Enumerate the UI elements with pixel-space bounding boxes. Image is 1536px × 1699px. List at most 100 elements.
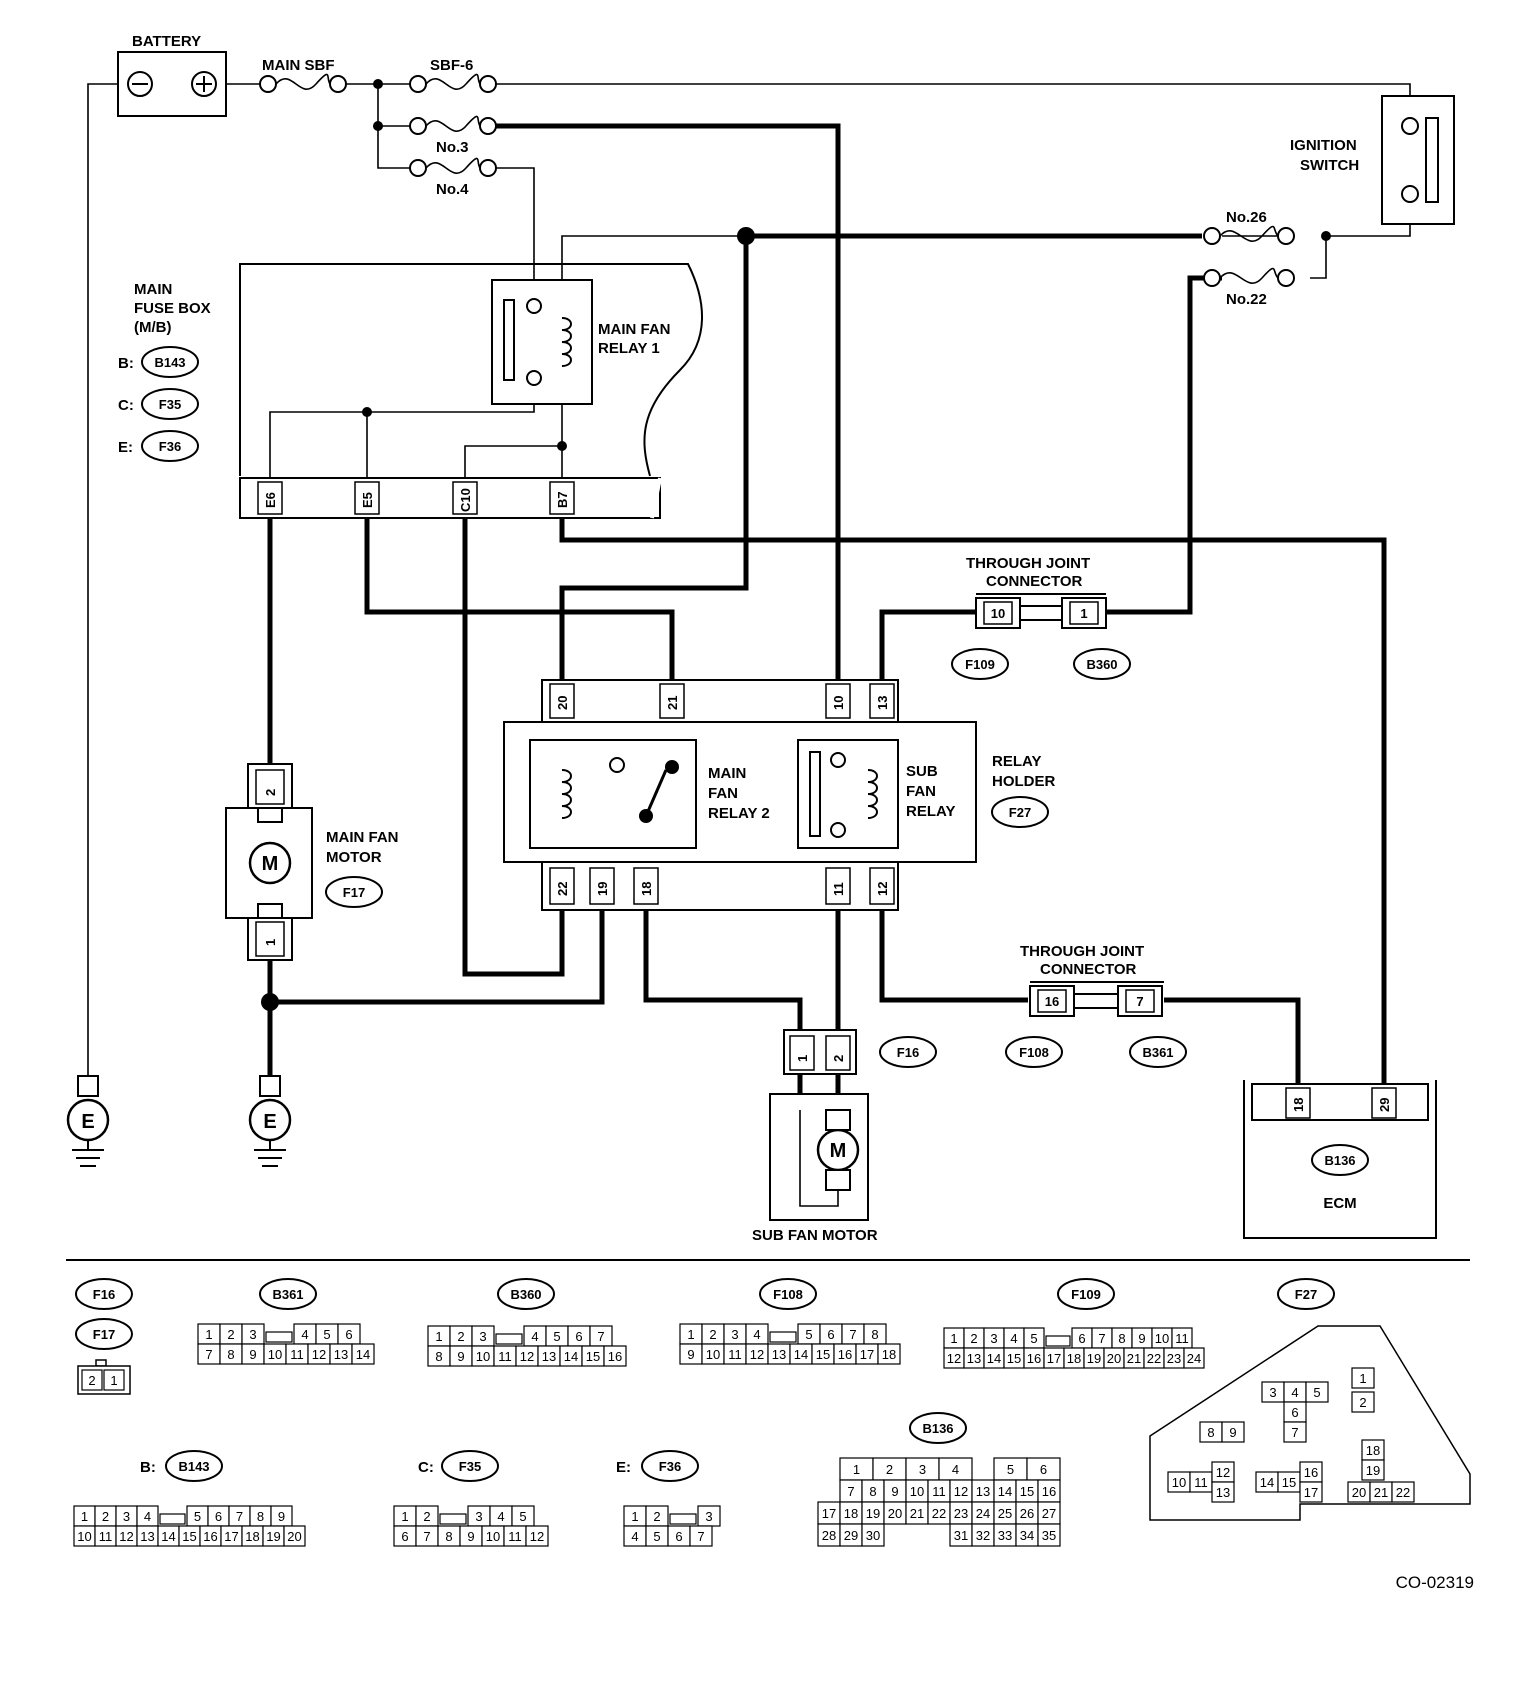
mb-e-prefix: E: xyxy=(118,439,133,456)
b360-cell-label: 14 xyxy=(564,1349,578,1364)
f27-cell xyxy=(1221,1421,1245,1443)
f36-cell-label: 5 xyxy=(653,1529,660,1544)
ground-left: E xyxy=(66,1075,110,1167)
f36-cell-label: 7 xyxy=(697,1529,704,1544)
subrelay-label-3: RELAY xyxy=(906,803,955,820)
b360-cell-label: 10 xyxy=(476,1349,490,1364)
f27-cell xyxy=(1351,1367,1375,1389)
b143-cell-label: 9 xyxy=(278,1509,285,1524)
f27-cell xyxy=(1299,1481,1323,1503)
b136-cell-label: 25 xyxy=(998,1506,1012,1521)
thick-wires xyxy=(267,123,1387,1110)
tjc2-pin-7: 7 xyxy=(1136,994,1143,1009)
f108-cell-label: 9 xyxy=(687,1347,694,1362)
legend-f16-cell-1: 1 xyxy=(110,1373,117,1388)
relay-holder-label-1: RELAY xyxy=(992,753,1041,770)
b143-cell-label: 3 xyxy=(123,1509,130,1524)
through-joint-connector-2: THROUGH JOINT CONNECTOR 16 7 F108 B361 xyxy=(1005,943,1187,1068)
b143-cell-label: 18 xyxy=(245,1529,259,1544)
b143-cell-label: 11 xyxy=(99,1529,113,1544)
subrelay-label-1: SUB xyxy=(906,763,938,780)
f27-cell-label: 13 xyxy=(1216,1485,1230,1500)
b143-cell-label: 10 xyxy=(77,1529,91,1544)
conn-b136: B136 xyxy=(1324,1153,1355,1168)
b136-cell-label: 31 xyxy=(954,1528,968,1543)
f35-cell-label: 4 xyxy=(497,1509,504,1524)
b143-cell xyxy=(283,1525,306,1547)
f27-cell xyxy=(1361,1459,1385,1481)
mb-pin-c10: C10 xyxy=(458,488,473,512)
b361-cell-label: 1 xyxy=(205,1327,212,1342)
tjc1-label-1: THROUGH JOINT xyxy=(966,555,1090,572)
rh-pin-20: 20 xyxy=(555,696,570,710)
fuse-no22-label: No.22 xyxy=(1226,291,1267,308)
f27-cell-label: 14 xyxy=(1260,1475,1274,1490)
f108-cell xyxy=(877,1343,901,1365)
mb-pin-e5: E5 xyxy=(360,492,375,508)
b360-cell-label: 4 xyxy=(531,1329,538,1344)
relay-holder: 20 21 10 13 22 19 18 11 12 MAIN FAN RELA… xyxy=(503,679,1056,911)
f108-cell-label: 7 xyxy=(849,1327,856,1342)
f16-pin-1: 1 xyxy=(795,1055,810,1062)
b361-cell-label: 13 xyxy=(334,1347,348,1362)
fuse-no4-label: No.4 xyxy=(436,181,469,198)
tjc2-label-2: CONNECTOR xyxy=(1040,961,1137,978)
b361-cell-label: 6 xyxy=(345,1327,352,1342)
f108-cell-label: 13 xyxy=(772,1347,786,1362)
f35-cell-label: 7 xyxy=(423,1529,430,1544)
b360-cell-label: 12 xyxy=(520,1349,534,1364)
legend-b360: B360 xyxy=(510,1287,541,1302)
rh-pin-12: 12 xyxy=(875,882,890,896)
f109-cell xyxy=(1183,1347,1205,1369)
b361-cell-label: 7 xyxy=(205,1347,212,1362)
b361-cell-label: 2 xyxy=(227,1327,234,1342)
b143-cell-label: 20 xyxy=(287,1529,301,1544)
f109-cell-label: 10 xyxy=(1155,1331,1169,1346)
b136-cell-label: 28 xyxy=(822,1528,836,1543)
f108-cell-label: 10 xyxy=(706,1347,720,1362)
b360-cell-label: 1 xyxy=(435,1329,442,1344)
b360-cell-label: 2 xyxy=(457,1329,464,1344)
conn-f35: F35 xyxy=(159,397,181,412)
b143-cell-label: 5 xyxy=(194,1509,201,1524)
f27-cell xyxy=(1211,1481,1235,1503)
b361-cell-label: 11 xyxy=(290,1347,304,1362)
f36-cell-label: 3 xyxy=(705,1509,712,1524)
battery: BATTERY xyxy=(117,33,227,117)
f109-cell-label: 19 xyxy=(1087,1351,1101,1366)
ecm-label: ECM xyxy=(1323,1195,1356,1212)
b143-cell-label: 16 xyxy=(203,1529,217,1544)
b361-cell-label: 9 xyxy=(249,1347,256,1362)
f17-pin-2: 2 xyxy=(263,789,278,796)
f35-cell-label: 11 xyxy=(508,1529,522,1544)
fuse-no3-label: No.3 xyxy=(436,139,469,156)
b136-cell-label: 33 xyxy=(998,1528,1012,1543)
b136-cell-label: 9 xyxy=(891,1484,898,1499)
b136-cell-label: 12 xyxy=(954,1484,968,1499)
legend-c-prefix: C: xyxy=(418,1459,434,1476)
f27-cell-label: 21 xyxy=(1374,1485,1388,1500)
f35-cell-label: 6 xyxy=(401,1529,408,1544)
b361-cell-label: 3 xyxy=(249,1327,256,1342)
f109-cell-label: 17 xyxy=(1047,1351,1061,1366)
f109-cell-label: 23 xyxy=(1167,1351,1181,1366)
subrelay-label-2: FAN xyxy=(906,783,936,800)
b136-cell-label: 4 xyxy=(952,1462,959,1477)
tjc1-pin-1: 1 xyxy=(1080,606,1087,621)
b136-cell-label: 27 xyxy=(1042,1506,1056,1521)
main-fan-relay-1: MAIN FAN RELAY 1 xyxy=(491,279,671,405)
f109-cell-label: 20 xyxy=(1107,1351,1121,1366)
b143-cell-label: 17 xyxy=(224,1529,238,1544)
f27-cell-label: 22 xyxy=(1396,1485,1410,1500)
f109-cell-label: 15 xyxy=(1007,1351,1021,1366)
b143-cell-label: 13 xyxy=(140,1529,154,1544)
sub-motor-symbol: M xyxy=(830,1140,847,1162)
f36-cell-label: 2 xyxy=(653,1509,660,1524)
b136-cell xyxy=(1037,1523,1061,1547)
b136-cell-label: 1 xyxy=(853,1462,860,1477)
